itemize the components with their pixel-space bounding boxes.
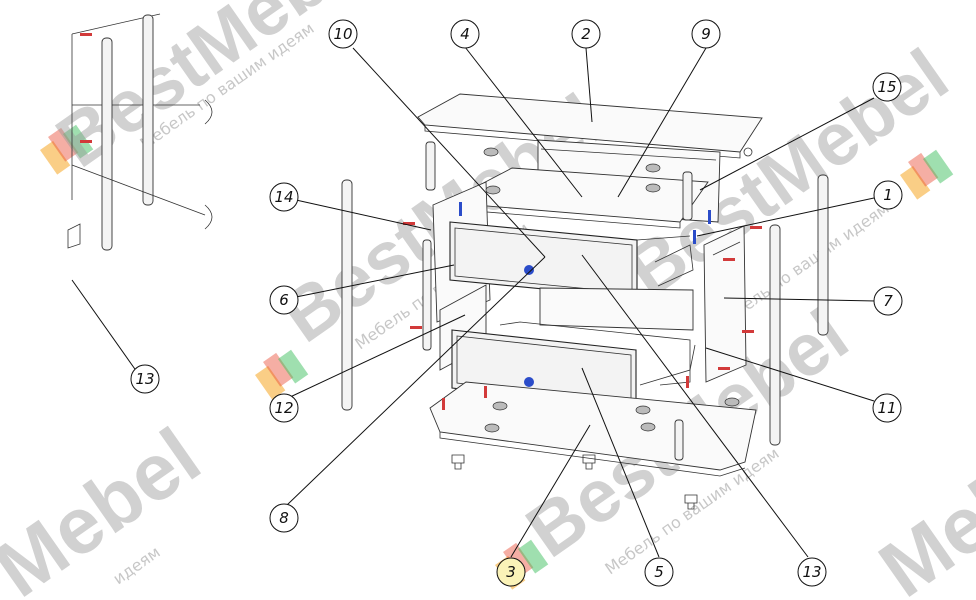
svg-text:5: 5 bbox=[654, 563, 664, 581]
svg-text:10: 10 bbox=[333, 25, 352, 43]
svg-text:11: 11 bbox=[877, 399, 896, 417]
callout-10: 10 bbox=[328, 19, 358, 49]
callout-2: 2 bbox=[571, 19, 601, 49]
callout-5: 5 bbox=[644, 557, 674, 587]
callout-11: 11 bbox=[872, 393, 902, 423]
svg-text:3: 3 bbox=[506, 563, 516, 581]
svg-text:14: 14 bbox=[274, 188, 293, 206]
top-panel bbox=[417, 93, 763, 153]
svg-text:13: 13 bbox=[135, 370, 154, 388]
callout-8: 8 bbox=[269, 503, 299, 533]
watermark-logo-mid bbox=[255, 349, 309, 400]
svg-text:15: 15 bbox=[877, 78, 896, 96]
callout-13-right: 13 bbox=[797, 557, 827, 587]
svg-text:1: 1 bbox=[883, 186, 893, 204]
callout-12: 12 bbox=[269, 393, 299, 423]
right-side-panel bbox=[703, 225, 747, 383]
svg-text:4: 4 bbox=[460, 25, 470, 43]
leader-lines bbox=[286, 46, 889, 558]
svg-text:13: 13 bbox=[802, 563, 821, 581]
cam-fittings bbox=[483, 147, 740, 433]
callout-6: 6 bbox=[269, 285, 299, 315]
svg-text:2: 2 bbox=[581, 25, 591, 43]
svg-text:9: 9 bbox=[701, 25, 711, 43]
svg-text:12: 12 bbox=[274, 399, 293, 417]
svg-text:6: 6 bbox=[279, 291, 289, 309]
callout-14: 14 bbox=[269, 182, 299, 212]
screw-fittings bbox=[403, 222, 762, 410]
callout-1: 1 bbox=[873, 180, 903, 210]
watermark-logo-right bbox=[900, 149, 954, 200]
callout-15: 15 bbox=[872, 72, 902, 102]
callout-13-left: 13 bbox=[130, 364, 160, 394]
detail-view-left bbox=[67, 13, 213, 373]
callout-3: 3 bbox=[496, 557, 526, 587]
watermark-logo-left bbox=[40, 124, 94, 175]
svg-text:7: 7 bbox=[883, 292, 893, 310]
blue-fittings bbox=[459, 202, 711, 387]
callouts: 1 2 3 4 5 6 7 8 bbox=[130, 19, 903, 587]
watermark-brand-bottomleft: Mebel bbox=[0, 411, 215, 600]
callout-7: 7 bbox=[873, 286, 903, 316]
callout-4: 4 bbox=[450, 19, 480, 49]
svg-text:8: 8 bbox=[279, 509, 289, 527]
callout-9: 9 bbox=[691, 19, 721, 49]
watermark-brand-bottomright: Mebel bbox=[864, 411, 976, 600]
